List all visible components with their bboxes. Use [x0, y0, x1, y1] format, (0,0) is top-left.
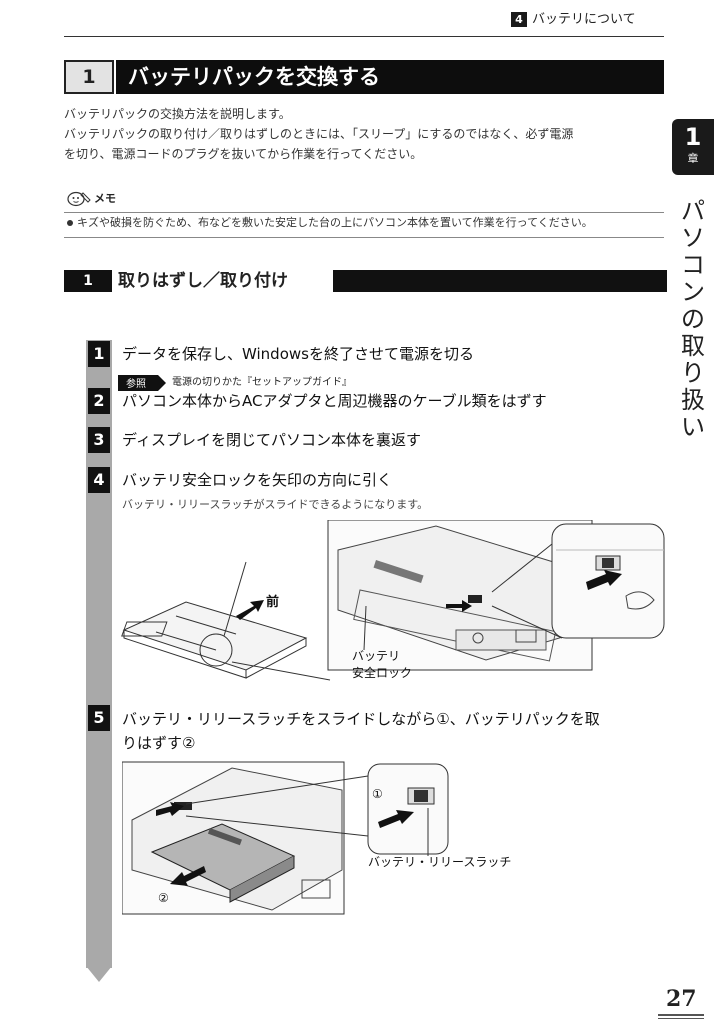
intro-line-1: バッテリパックの交換方法を説明します。 — [64, 107, 291, 121]
battery-detail-view: ② — [122, 761, 345, 915]
page-number-rule — [658, 1018, 704, 1019]
header-divider — [64, 36, 664, 37]
step-number: 1 — [88, 341, 110, 367]
step-number: 4 — [88, 467, 110, 493]
step-text: データを保存し、Windowsを終了させて電源を切る — [122, 345, 474, 363]
chapter-tab: 1 章 — [672, 119, 714, 175]
subsection-title: 取りはずし／取り付け — [118, 271, 288, 291]
step-text: パソコン本体からACアダプタと周辺機器のケーブル類をはずす — [122, 392, 547, 410]
step-number: 2 — [88, 388, 110, 414]
section-title-bar — [116, 60, 664, 94]
step-number: 5 — [88, 705, 110, 731]
safety-lock-label-2: 安全ロック — [352, 665, 412, 680]
latch-zoom-inset: ① — [367, 763, 449, 855]
reference-badge-text: 参照 — [126, 377, 146, 390]
step-text: バッテリ・リリースラッチをスライドしながら①、バッテリパックを取 — [122, 710, 600, 728]
step-number: 3 — [88, 427, 110, 453]
reference-badge: 参照 — [118, 375, 166, 391]
section-title: バッテリパックを交換する — [128, 65, 380, 89]
laptop-bottom-figure: 前 バッテリ 安全ロック — [121, 520, 665, 681]
battery-removal-figure: ② ① バッテリ・リリースラッチ — [122, 761, 511, 915]
safety-lock-label-1: バッテリ — [352, 649, 400, 663]
chapter-number: 1 — [684, 123, 702, 151]
memo-divider-top — [64, 212, 664, 213]
laptop-overview — [121, 601, 308, 679]
release-latch-label: バッテリ・リリースラッチ — [368, 855, 511, 869]
front-label: 前 — [266, 594, 279, 610]
header-section-number: 4 — [511, 12, 527, 27]
intro-line-2: バッテリパックの取り付け／取りはずしのときには、「スリープ」にするのではなく、必… — [64, 127, 574, 141]
lock-zoom-inset — [551, 523, 665, 639]
section-number-box: 1 — [64, 60, 114, 94]
step-text: バッテリ安全ロックを矢印の方向に引く — [122, 471, 393, 489]
chapter-label: 章 — [687, 152, 699, 165]
memo-text: キズや破損を防ぐため、布などを敷いた安定した台の上にパソコン本体を置いて作業を行… — [77, 216, 593, 229]
page-number: 27 — [666, 986, 697, 1012]
step-text: ディスプレイを閉じてパソコン本体を裏返す — [122, 431, 421, 449]
chapter-title-vertical: パソコンの取り扱い — [681, 197, 705, 441]
step-text-continued: りはずす② — [122, 734, 196, 752]
page-number-rule — [658, 1014, 704, 1016]
bullet-icon — [67, 220, 73, 226]
reference-text: 電源の切りかた『セットアップガイド』 — [172, 377, 352, 388]
intro-line-3: を切り、電源コードのプラグを抜いてから作業を行ってください。 — [64, 147, 423, 161]
subsection-bar — [330, 270, 667, 292]
memo-title: メモ — [94, 192, 116, 205]
memo-icon — [67, 191, 91, 207]
memo-divider-bottom — [64, 237, 664, 238]
marker-1: ① — [372, 787, 383, 801]
step-note: バッテリ・リリースラッチがスライドできるようになります。 — [122, 498, 429, 511]
marker-2: ② — [158, 891, 169, 905]
subsection-number: 1 — [64, 270, 112, 292]
laptop-detail-view — [327, 520, 593, 671]
step-rail-arrow-icon — [86, 966, 112, 982]
header-section-title: バッテリについて — [532, 12, 636, 27]
